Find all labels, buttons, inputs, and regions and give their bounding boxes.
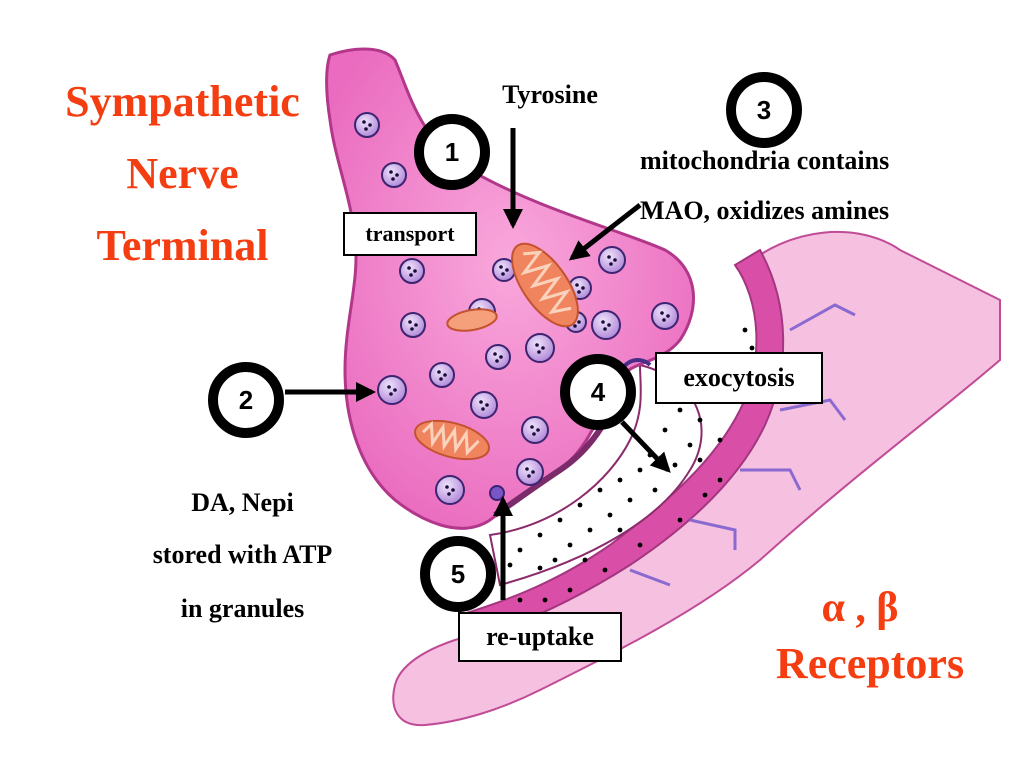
receptors-label: Receptors: [775, 639, 965, 688]
transmitter-dot: [672, 462, 678, 468]
transmitter-dot: [582, 557, 588, 563]
transmitter-dot: [617, 527, 623, 533]
transmitter-dot: [557, 517, 563, 523]
vesicle: [521, 416, 549, 444]
vesicle: [598, 246, 626, 274]
transmitter-dot: [567, 542, 573, 548]
transmitter-dot: [607, 512, 613, 518]
mitochondrion-2: [414, 419, 490, 461]
step-5-icon: 5: [420, 536, 496, 612]
transmitter-dot: [749, 345, 755, 351]
transmitter-dot: [677, 407, 683, 413]
vesicle: [429, 362, 455, 388]
transmitter-dot: [577, 502, 583, 508]
transmitter-dot: [517, 597, 523, 603]
vesicle: [399, 258, 425, 284]
vesicle: [516, 458, 544, 486]
mitochondrion-1: [511, 242, 579, 328]
transmitter-dot: [627, 497, 633, 503]
transmitter-dot: [567, 587, 573, 593]
mitochondria-label-line-2: MAO, oxidizes amines: [640, 196, 890, 225]
transmitter-dot: [637, 542, 643, 548]
mitochondrion-3: [446, 308, 498, 332]
transmitter-dot: [507, 562, 513, 568]
reuptake-label: re-uptake: [458, 612, 622, 662]
transmitter-dot: [537, 565, 543, 571]
vesicle: [381, 162, 407, 188]
transmitter-dot: [717, 477, 723, 483]
transmitter-dot: [697, 417, 703, 423]
transmitter-dot: [602, 567, 608, 573]
transmitter-dot: [617, 477, 623, 483]
vesicle: [485, 344, 511, 370]
vesicle: [377, 375, 407, 405]
transmitter-dot: [717, 437, 723, 443]
transmitter-dot: [637, 467, 643, 473]
step-4-icon: 4: [560, 354, 636, 430]
receptor-branches: [629, 303, 856, 587]
tyrosine-label: Tyrosine: [502, 80, 598, 109]
transport-label: transport: [343, 212, 477, 256]
step-1-icon: 1: [414, 114, 490, 190]
vesicle: [400, 312, 426, 338]
arrow-mao: [568, 203, 642, 261]
transmitter-dot: [552, 557, 558, 563]
transmitter-dot: [542, 597, 548, 603]
storage-label-line-3: in granules: [180, 594, 305, 623]
title-line-2: Nerve: [126, 149, 239, 198]
transmitter-dot: [677, 517, 683, 523]
title-line-1: Sympathetic: [65, 77, 300, 126]
synaptic-cleft: [488, 363, 703, 587]
vesicle: [651, 302, 679, 330]
transmitter-dot: [687, 442, 693, 448]
vesicle: [435, 475, 465, 505]
storage-label-line-1: DA, Nepi: [191, 488, 294, 517]
vesicle: [591, 310, 621, 340]
transmitter-dot: [702, 492, 708, 498]
receptor-symbols: α , β: [821, 585, 899, 631]
reuptake-vesicle: [489, 485, 505, 501]
transmitter-dot: [697, 457, 703, 463]
vesicle: [470, 391, 498, 419]
vesicle: [525, 333, 555, 363]
storage-label-line-2: stored with ATP: [152, 540, 333, 569]
mitochondria-label-line-1: mitochondria contains: [640, 146, 890, 175]
vesicle: [354, 112, 380, 138]
step-2-icon: 2: [208, 362, 284, 438]
transmitter-dot: [652, 487, 658, 493]
step-3-icon: 3: [726, 72, 802, 148]
transmitter-dot: [662, 427, 668, 433]
transmitter-dot: [742, 327, 748, 333]
transmitter-dot: [587, 527, 593, 533]
transmitter-dot: [537, 532, 543, 538]
exocytosis-label: exocytosis: [655, 352, 823, 404]
title-line-3: Terminal: [96, 221, 269, 270]
transmitter-dot: [597, 487, 603, 493]
arrow-exocytosis: [620, 420, 671, 473]
transmitter-dot: [517, 547, 523, 553]
